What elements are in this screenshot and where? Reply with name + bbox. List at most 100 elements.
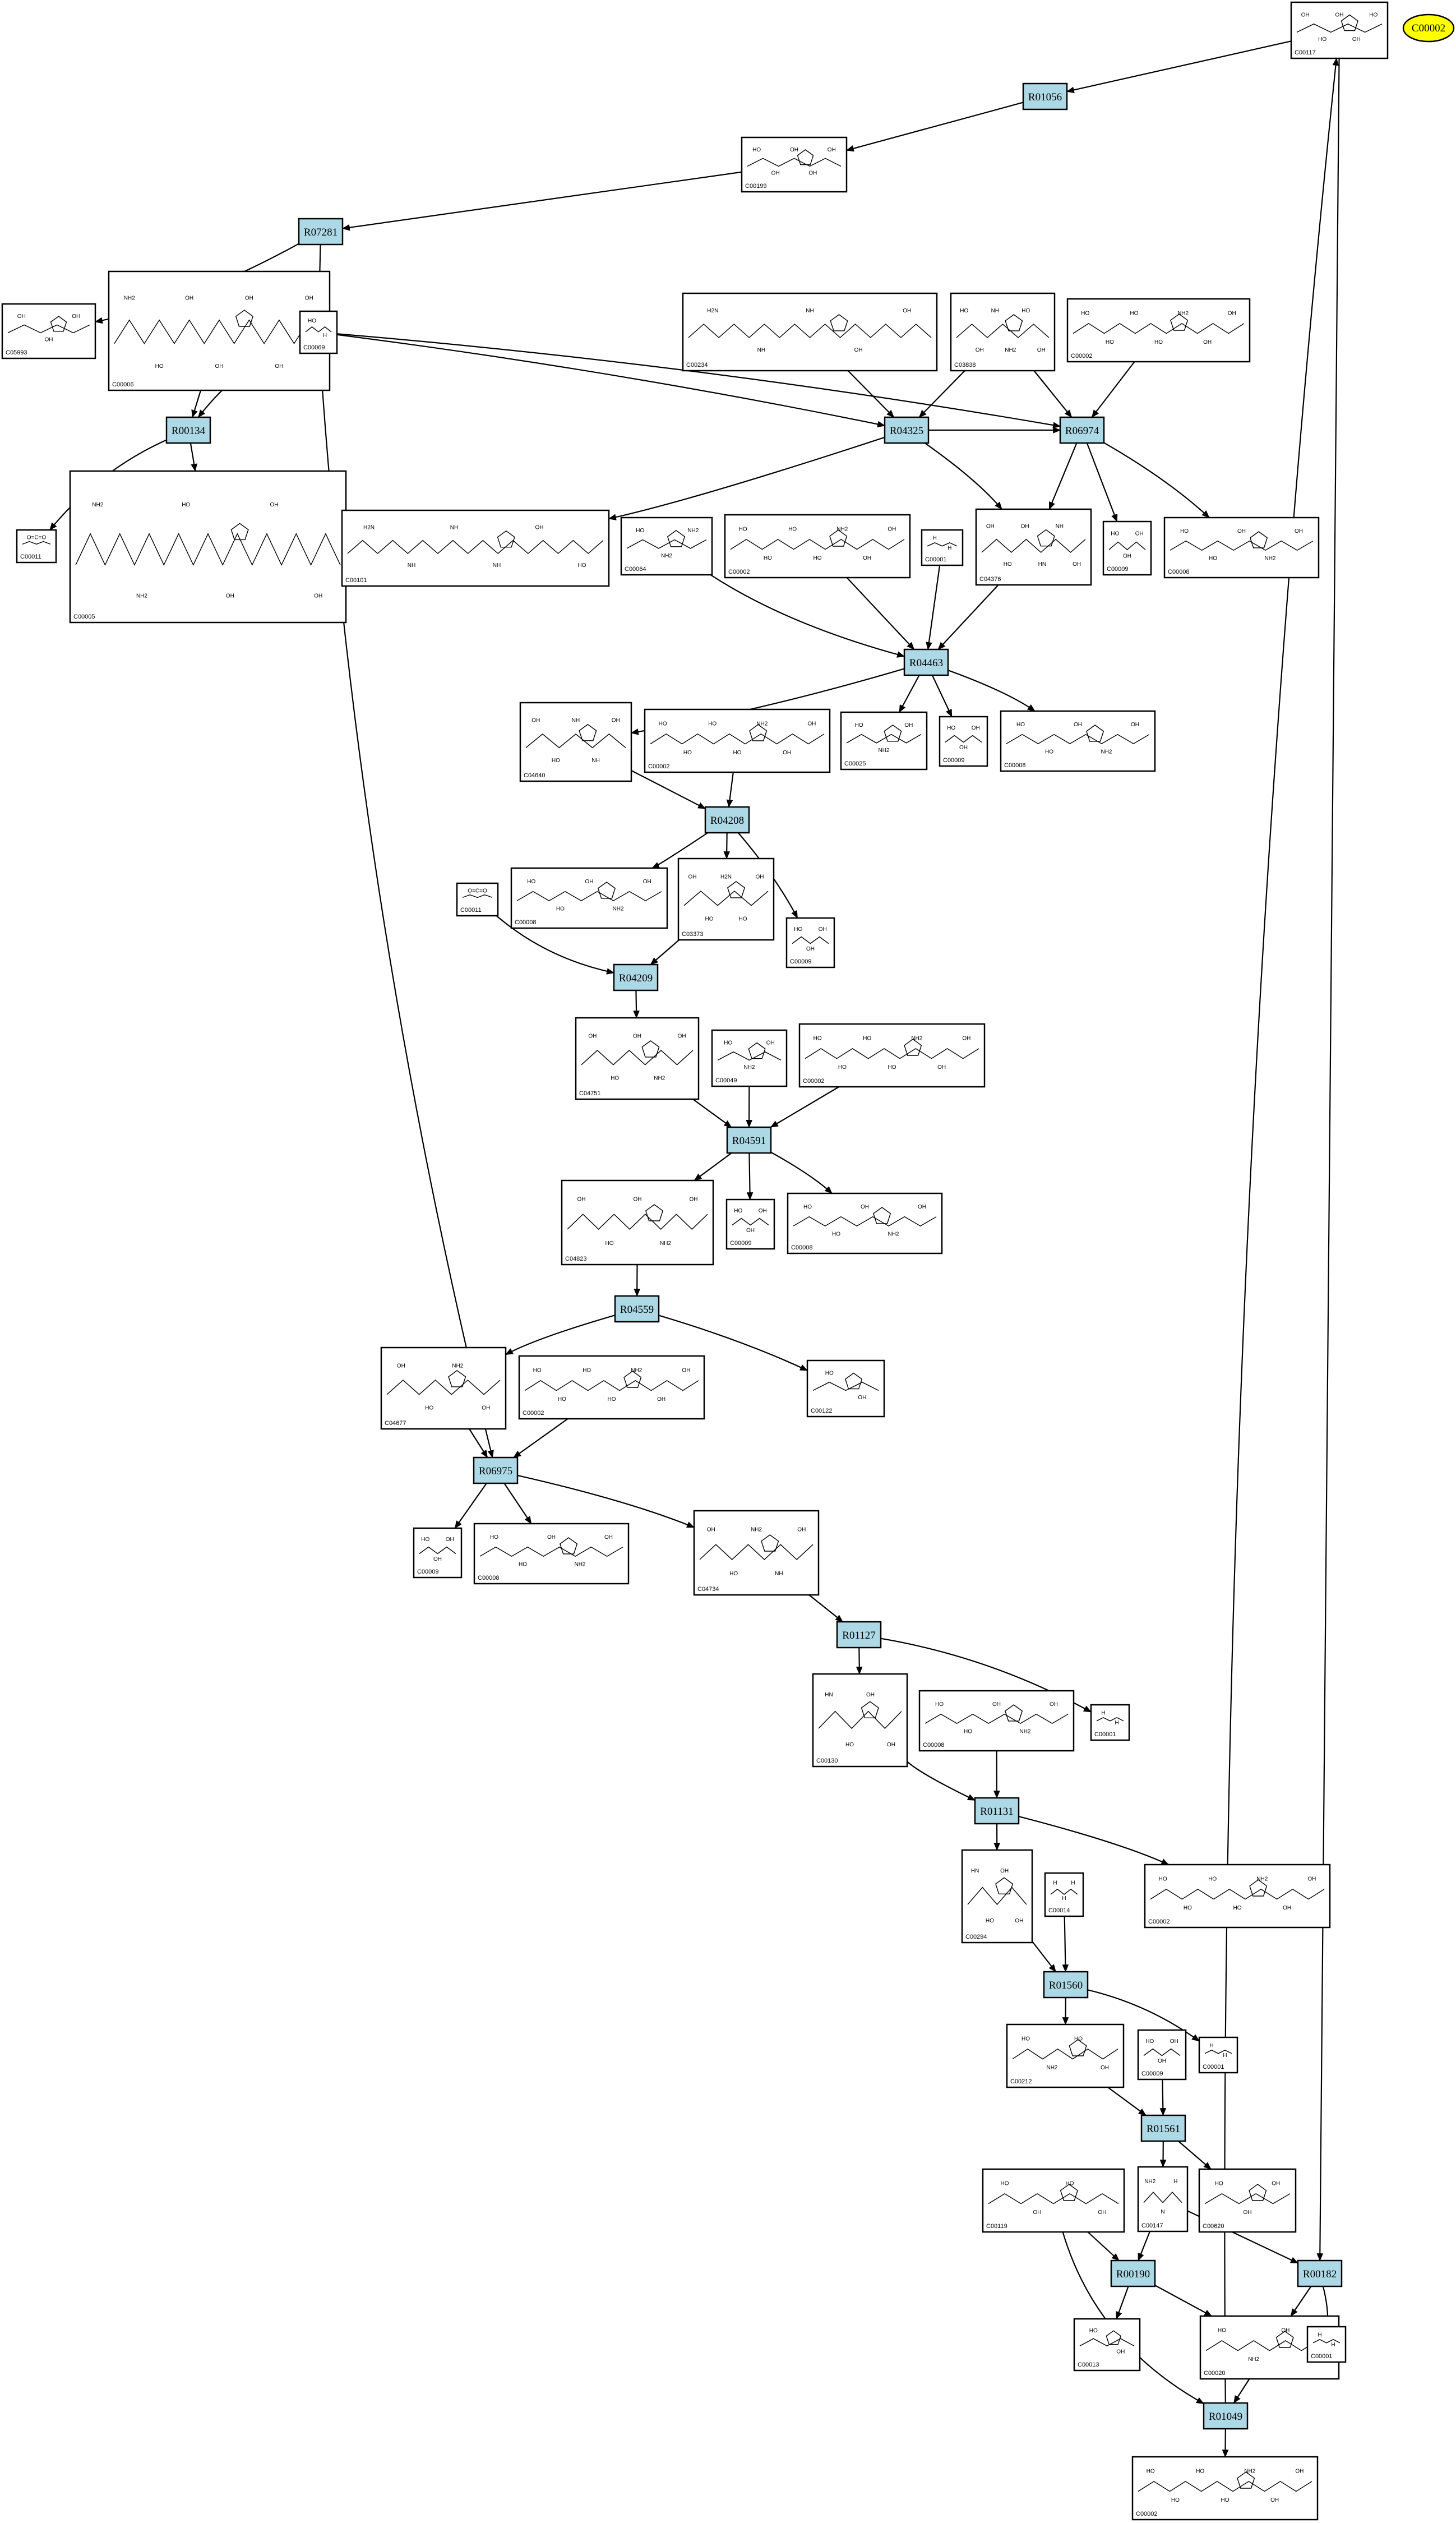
reaction-R04591[interactable]: R04591 <box>726 1126 772 1154</box>
reaction-R04209[interactable]: R04209 <box>613 963 659 991</box>
atom-label: NH2 <box>911 1035 922 1041</box>
atom-label: OH <box>1244 2210 1252 2216</box>
reaction-R00182[interactable]: R00182 <box>1297 2259 1343 2287</box>
edge-R06975-to-C04734 <box>517 1474 695 1528</box>
reaction-R04559[interactable]: R04559 <box>614 1295 660 1323</box>
edge-C00006-to-R00134 <box>191 390 202 418</box>
atom-label: O=C=O <box>27 534 47 541</box>
reaction-R04463[interactable]: R04463 <box>903 648 949 676</box>
atom-label: H <box>1115 1720 1118 1726</box>
atom-label: HO <box>986 1918 994 1924</box>
atom-label: NH2 <box>1248 2356 1259 2363</box>
atom-label: OH <box>986 523 995 529</box>
edge-C00069-to-R04325 <box>336 334 886 428</box>
reaction-R07281[interactable]: R07281 <box>298 218 344 246</box>
edge-C00002-to-R06974 <box>1091 361 1135 418</box>
atom-label: HO <box>1081 310 1089 316</box>
reaction-R00134[interactable]: R00134 <box>165 416 211 444</box>
compound-label: C00013 <box>1078 2361 1099 2368</box>
atom-label: NH <box>757 347 765 353</box>
atom-label: OH <box>1301 12 1310 19</box>
edge-R00182-to-C00020 <box>1290 2286 1312 2317</box>
atom-label: NH <box>450 524 458 531</box>
reaction-R01056[interactable]: R01056 <box>1022 82 1068 110</box>
atom-label: HO <box>733 750 742 756</box>
atom-label: OH <box>976 347 984 353</box>
atom-label: OH <box>1295 2468 1304 2474</box>
reaction-R01049[interactable]: R01049 <box>1203 2402 1249 2430</box>
atom-label: HO <box>608 1396 616 1403</box>
atom-label: HO <box>182 502 190 508</box>
atom-label: NH <box>991 308 999 314</box>
compound-label: C00008 <box>1004 762 1026 769</box>
atom-label: OH <box>226 593 234 599</box>
reaction-R01561[interactable]: R01561 <box>1140 2114 1186 2142</box>
compound-label: C00049 <box>715 1077 737 1084</box>
reaction-R06975[interactable]: R06975 <box>473 1456 519 1484</box>
atom-label: HO <box>729 1571 738 1577</box>
reaction-R01560[interactable]: R01560 <box>1043 1971 1089 1999</box>
reaction-R01127[interactable]: R01127 <box>836 1621 882 1649</box>
atom-label: OH <box>1135 531 1144 537</box>
reaction-R04325[interactable]: R04325 <box>884 416 930 444</box>
reaction-R04208[interactable]: R04208 <box>704 806 750 834</box>
atom-label: HO <box>1159 1876 1167 1882</box>
reaction-R06974[interactable]: R06974 <box>1059 416 1105 444</box>
reaction-R00190[interactable]: R00190 <box>1110 2259 1156 2287</box>
reaction-R01131[interactable]: R01131 <box>974 1797 1020 1825</box>
